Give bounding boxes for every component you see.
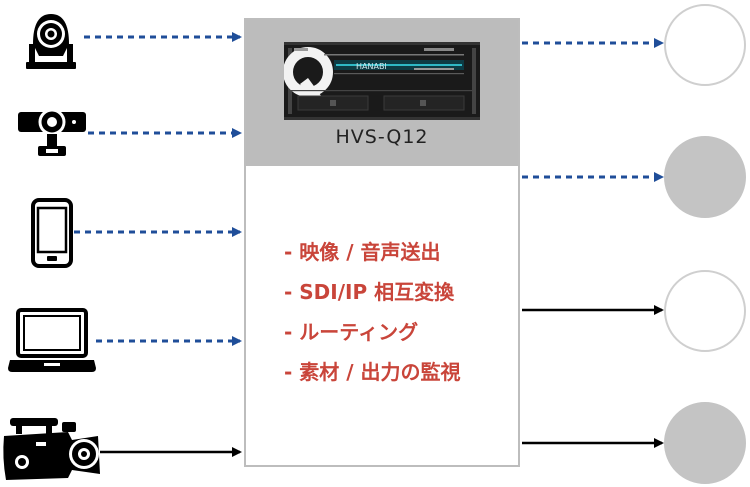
- camcorder-icon: [3, 418, 100, 480]
- ptz-camera-icon: [26, 14, 76, 69]
- output-destination-3: [664, 270, 746, 352]
- feature-item: - ルーティング: [284, 320, 419, 344]
- feature-list: - 映像 / 音声送出 - SDI/IP 相互変換 - ルーティング - 素材 …: [284, 232, 461, 392]
- device-header: HANABI HVS-Q12: [246, 20, 518, 166]
- output-destination-4: [664, 402, 746, 484]
- feature-item: - SDI/IP 相互変換: [284, 280, 455, 304]
- output-destination-1: [664, 4, 746, 86]
- svg-text:HANABI: HANABI: [356, 62, 387, 71]
- laptop-icon: [8, 308, 96, 372]
- device-name: HVS-Q12: [335, 126, 429, 148]
- feature-item: - 映像 / 音声送出: [284, 240, 441, 264]
- feature-item: - 素材 / 出力の監視: [284, 360, 461, 384]
- smartphone-icon: [31, 198, 73, 268]
- output-destination-2: [664, 136, 746, 218]
- switcher-box: HANABI HVS-Q12 - 映像 / 音声送出 - SDI/IP 相互変換…: [244, 18, 520, 467]
- webcam-icon: [18, 108, 86, 156]
- switcher-device-image: HANABI: [284, 42, 480, 120]
